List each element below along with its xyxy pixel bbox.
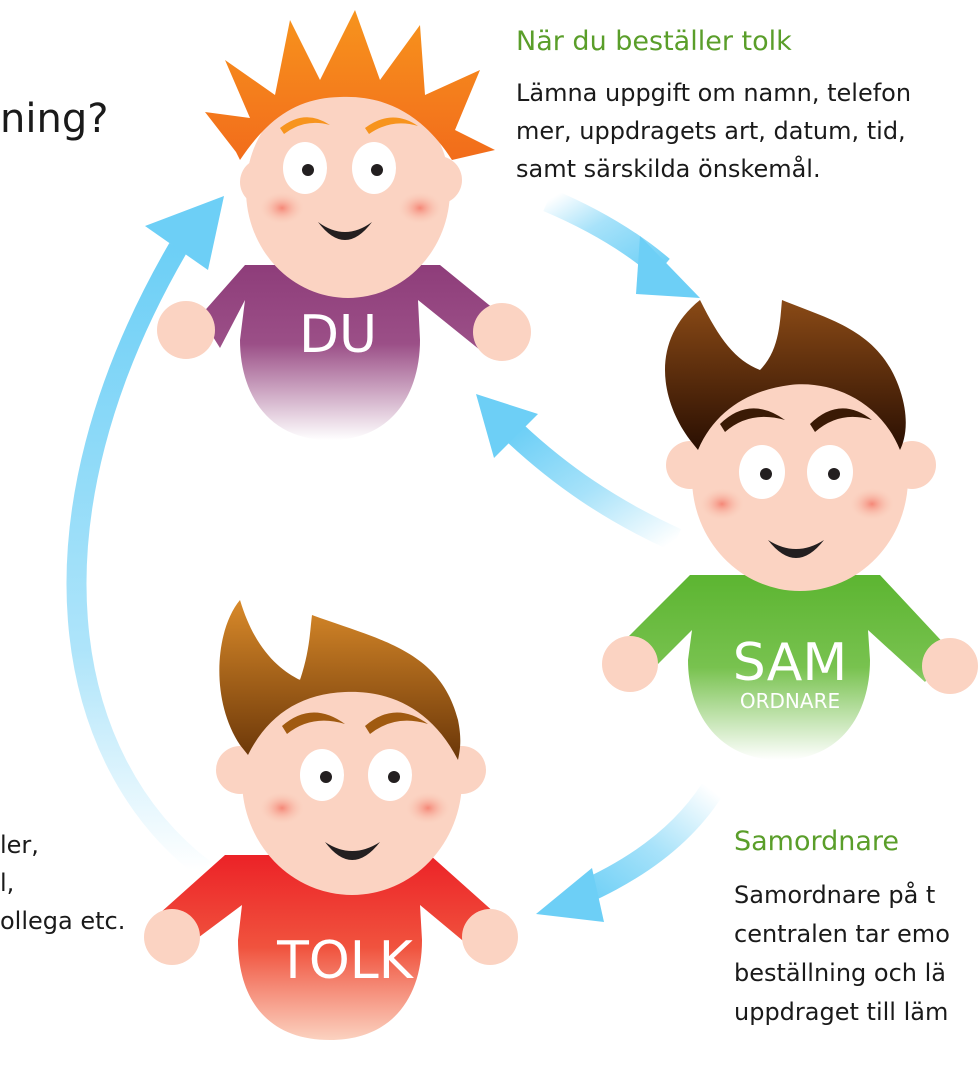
du-info-heading: När du beställer tolk — [516, 26, 792, 57]
samordnare-info-line-2: centralen tar emo — [734, 920, 950, 948]
left-info-line-3: ollega etc. — [0, 907, 126, 935]
character-tolk: TOLK — [144, 600, 518, 1040]
samordnare-info-line-1: Samordnare på t — [734, 881, 936, 909]
du-info-line-1: Lämna uppgift om namn, telefon — [516, 79, 912, 107]
samordnare-info-line-4: uppdraget till läm — [734, 998, 949, 1026]
du-label: DU — [299, 305, 377, 365]
arrow-du-to-sam — [543, 188, 700, 298]
tolk-label: TOLK — [276, 931, 415, 991]
du-info-line-2: mer, uppdragets art, datum, tid, — [516, 117, 906, 145]
du-info-line-3: samt särskilda önskemål. — [516, 155, 821, 183]
sam-sublabel: ORDNARE — [740, 689, 840, 713]
sam-label: SAM — [733, 633, 847, 693]
left-info-line-2: l, — [0, 869, 15, 897]
left-info-line-1: ler, — [0, 831, 39, 859]
page-heading-fragment: ning? — [0, 96, 109, 142]
arrow-sam-to-tolk — [536, 783, 723, 922]
arrow-tolk-to-du — [66, 196, 224, 878]
samordnare-info-heading: Samordnare — [734, 826, 900, 857]
character-sam: SAM ORDNARE — [602, 300, 978, 760]
samordnare-info-line-3: beställning och lä — [734, 959, 947, 987]
character-du: DU — [157, 10, 531, 440]
arrow-sam-to-du — [476, 394, 681, 551]
